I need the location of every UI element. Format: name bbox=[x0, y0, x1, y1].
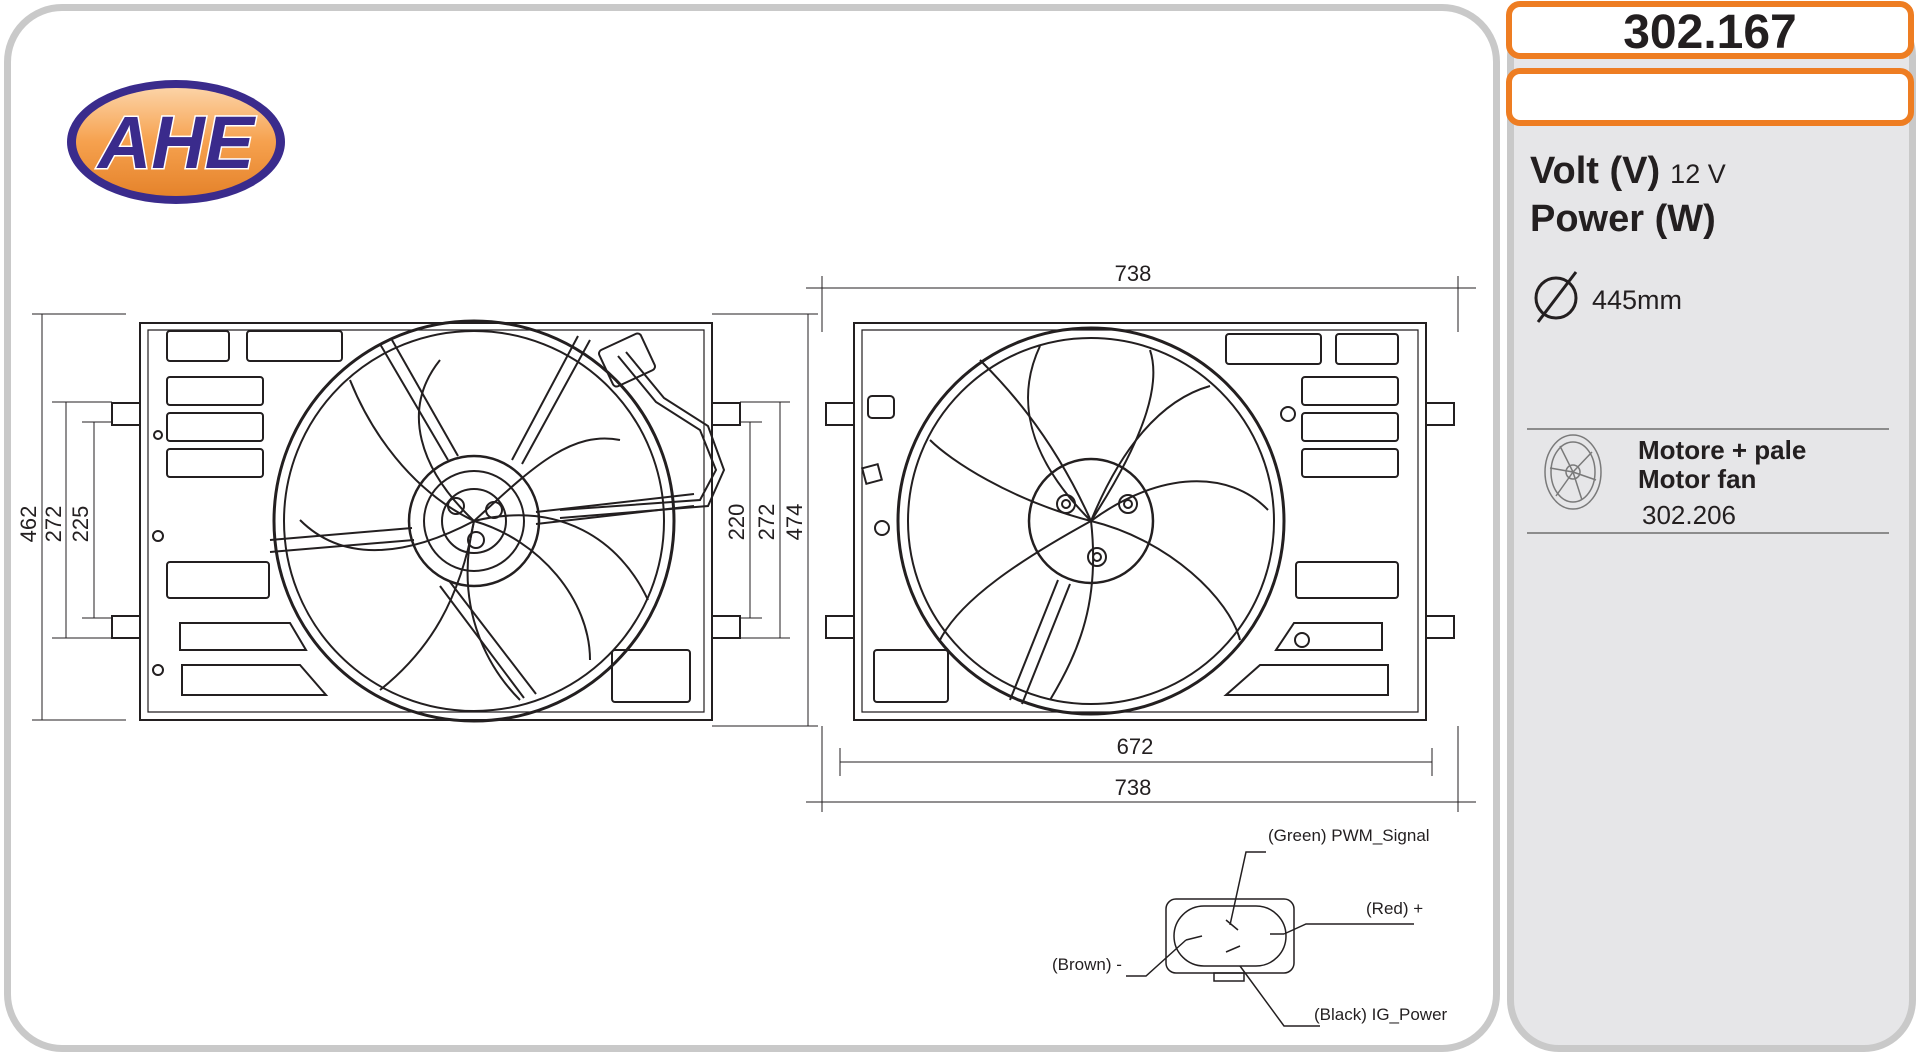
part-number: 302.167 bbox=[1623, 6, 1797, 59]
info-panel bbox=[1507, 4, 1916, 1052]
front-view bbox=[111, 319, 741, 723]
related-number: 302.206 bbox=[1642, 500, 1736, 530]
dim-220: 220 bbox=[724, 504, 749, 541]
dim-272-left: 272 bbox=[41, 506, 66, 543]
dim-738-bottom: 738 bbox=[1115, 775, 1152, 800]
dim-225: 225 bbox=[68, 506, 93, 543]
rear-view bbox=[825, 322, 1455, 721]
rear-dimensions bbox=[806, 276, 1476, 812]
front-dimension-labels: 462 272 225 220 272 474 bbox=[16, 504, 807, 543]
dim-738-top: 738 bbox=[1115, 261, 1152, 286]
rear-dimension-labels: 738 672 738 bbox=[1115, 261, 1154, 800]
related-name-en: Motor fan bbox=[1638, 464, 1756, 494]
fan-icon bbox=[1544, 434, 1602, 510]
related-name-it: Motore + pale bbox=[1638, 435, 1806, 465]
dim-272-right: 272 bbox=[754, 504, 779, 541]
related-divider-top bbox=[1527, 428, 1889, 430]
secondary-number-box bbox=[1506, 68, 1914, 126]
related-divider-bottom bbox=[1527, 532, 1889, 534]
volt-label: Volt (V) bbox=[1530, 150, 1661, 192]
dim-672: 672 bbox=[1117, 734, 1154, 759]
diameter-value: 445mm bbox=[1592, 285, 1682, 315]
dim-462: 462 bbox=[16, 506, 41, 543]
power-label: Power (W) bbox=[1530, 198, 1716, 240]
ahe-logo: AHE bbox=[67, 80, 285, 204]
connector-labels: (Green) PWM_Signal (Red) + (Brown) - (Bl… bbox=[1052, 826, 1448, 1024]
volt-value: 12 V bbox=[1670, 159, 1726, 189]
diameter-icon bbox=[1534, 271, 1578, 323]
pin-green-label: (Green) PWM_Signal bbox=[1268, 826, 1430, 845]
connector-diagram bbox=[1126, 851, 1414, 1027]
pin-red-label: (Red) + bbox=[1366, 899, 1423, 918]
pin-black-label: (Black) IG_Power bbox=[1314, 1005, 1448, 1024]
volt-row: Volt (V) 12 V bbox=[1530, 150, 1726, 193]
related-part-text: Motore + pale Motor fan 302.206 bbox=[1638, 435, 1806, 530]
part-number-box: 302.167 bbox=[1506, 1, 1914, 59]
power-row: Power (W) bbox=[1530, 198, 1726, 241]
dim-474: 474 bbox=[782, 504, 807, 541]
logo-text: AHE bbox=[96, 101, 257, 184]
front-dimensions bbox=[32, 313, 818, 727]
pin-brown-label: (Brown) - bbox=[1052, 955, 1122, 974]
